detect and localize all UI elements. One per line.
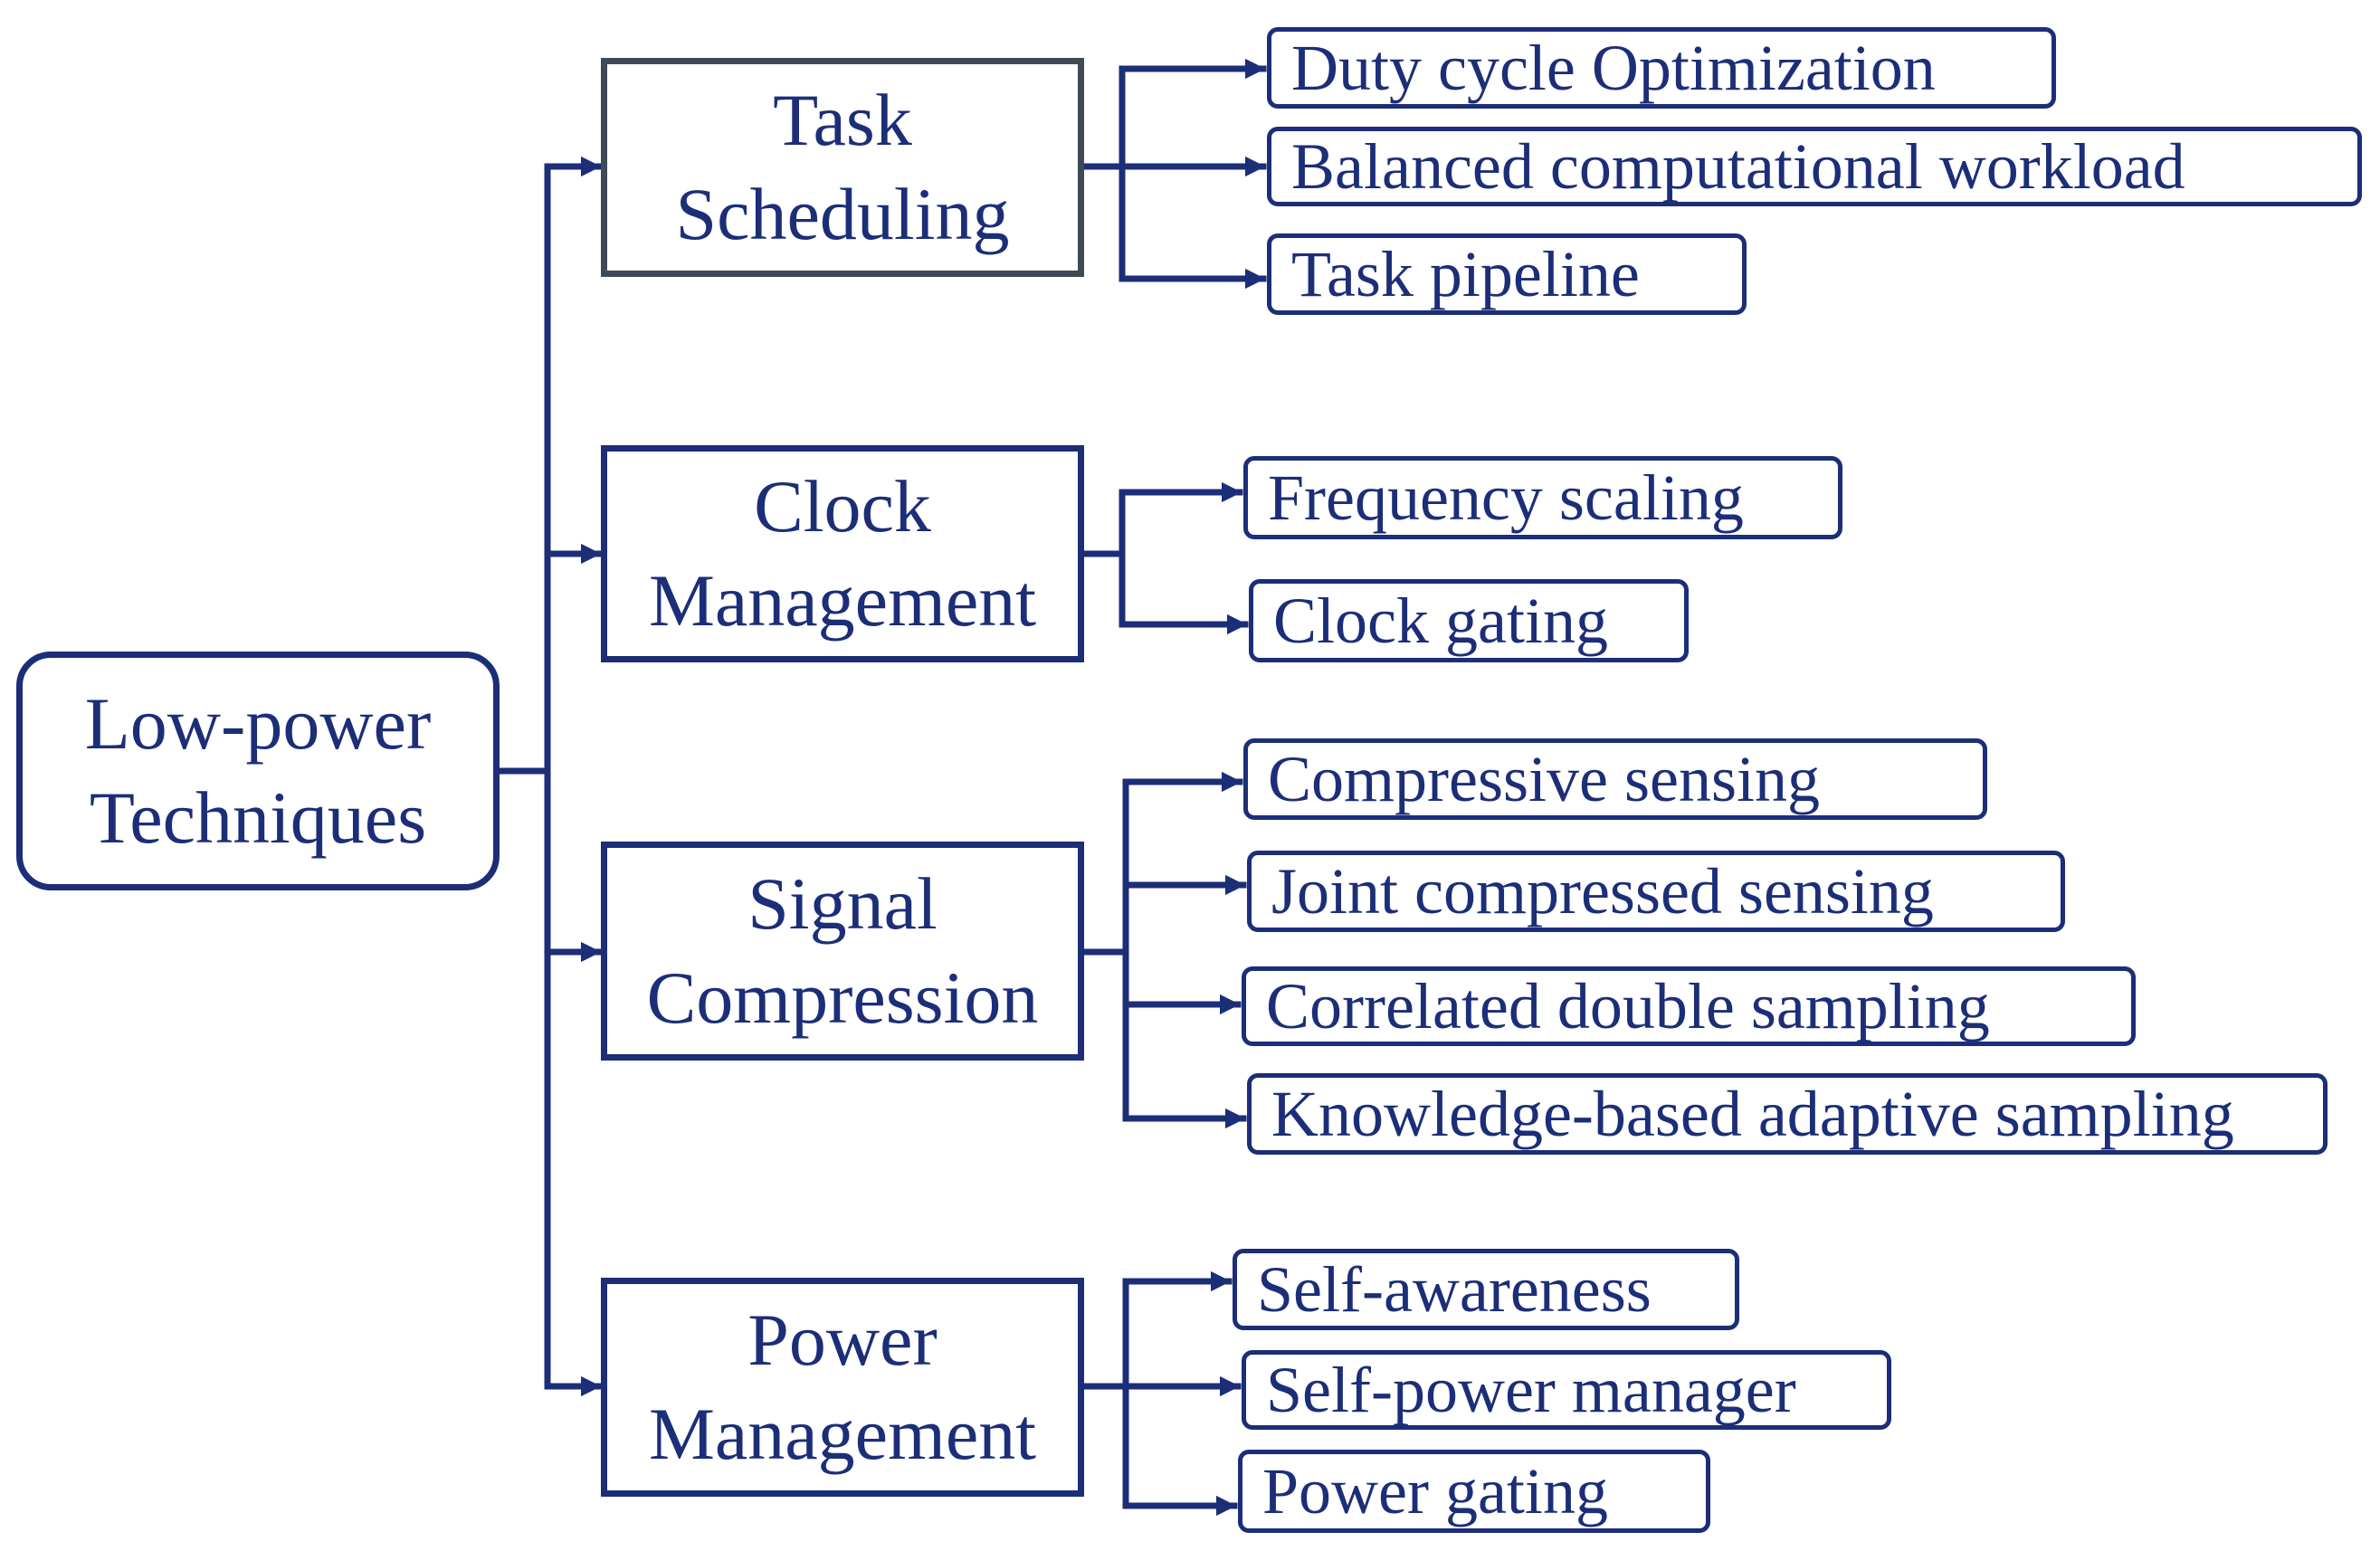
category-label-line2: Management — [648, 559, 1037, 642]
leaf-power-gating: Power gating — [1238, 1450, 1710, 1533]
leaf-label: Duty cycle Optimization — [1291, 32, 1936, 104]
leaf-label: Self-power manager — [1266, 1354, 1796, 1426]
leaf-frequency-scaling: Frequency scaling — [1243, 456, 1842, 539]
root-label-line1: Low-power — [84, 682, 432, 765]
category-clock-management: Clock Management — [601, 445, 1084, 662]
leaf-label: Clock gating — [1273, 585, 1608, 657]
leaf-label: Balanced computational workload — [1291, 130, 2185, 203]
leaf-clock-gating: Clock gating — [1249, 579, 1689, 662]
category-power-management: Power Management — [601, 1278, 1084, 1497]
leaf-duty-cycle-optimization: Duty cycle Optimization — [1267, 27, 2056, 109]
leaf-self-power-manager: Self-power manager — [1242, 1350, 1891, 1430]
category-task-scheduling: Task Scheduling — [601, 58, 1084, 277]
leaf-label: Joint compressed sensing — [1271, 855, 1934, 928]
leaf-label: Compressive sensing — [1268, 743, 1820, 815]
category-label-line1: Signal — [747, 862, 938, 945]
leaf-self-awareness: Self-awareness — [1233, 1249, 1739, 1330]
leaf-knowledge-based-adaptive-sampling: Knowledge-based adaptive sampling — [1247, 1073, 2328, 1155]
leaf-task-pipeline: Task pipeline — [1267, 233, 1747, 315]
leaf-label: Task pipeline — [1291, 238, 1640, 310]
leaf-compressive-sensing: Compressive sensing — [1243, 738, 1987, 820]
leaf-label: Correlated double sampling — [1266, 970, 1990, 1042]
root-label-line2: Techniques — [89, 776, 427, 859]
leaf-label: Knowledge-based adaptive sampling — [1271, 1078, 2234, 1150]
category-label-line2: Scheduling — [675, 173, 1010, 255]
category-label-line2: Compression — [646, 956, 1039, 1039]
leaf-label: Self-awareness — [1257, 1253, 1652, 1326]
category-label-line1: Task — [773, 79, 912, 161]
leaf-label: Frequency scaling — [1268, 461, 1744, 534]
category-label-line2: Management — [648, 1393, 1037, 1475]
leaf-label: Power gating — [1262, 1455, 1608, 1527]
category-label-line1: Clock — [754, 465, 931, 547]
root-node: Low-power Techniques — [16, 652, 500, 890]
leaf-joint-compressed-sensing: Joint compressed sensing — [1247, 851, 2065, 932]
category-signal-compression: Signal Compression — [601, 842, 1084, 1061]
leaf-correlated-double-sampling: Correlated double sampling — [1242, 966, 2136, 1046]
category-label-line1: Power — [747, 1299, 938, 1381]
leaf-balanced-computational-workload: Balanced computational workload — [1267, 127, 2362, 206]
